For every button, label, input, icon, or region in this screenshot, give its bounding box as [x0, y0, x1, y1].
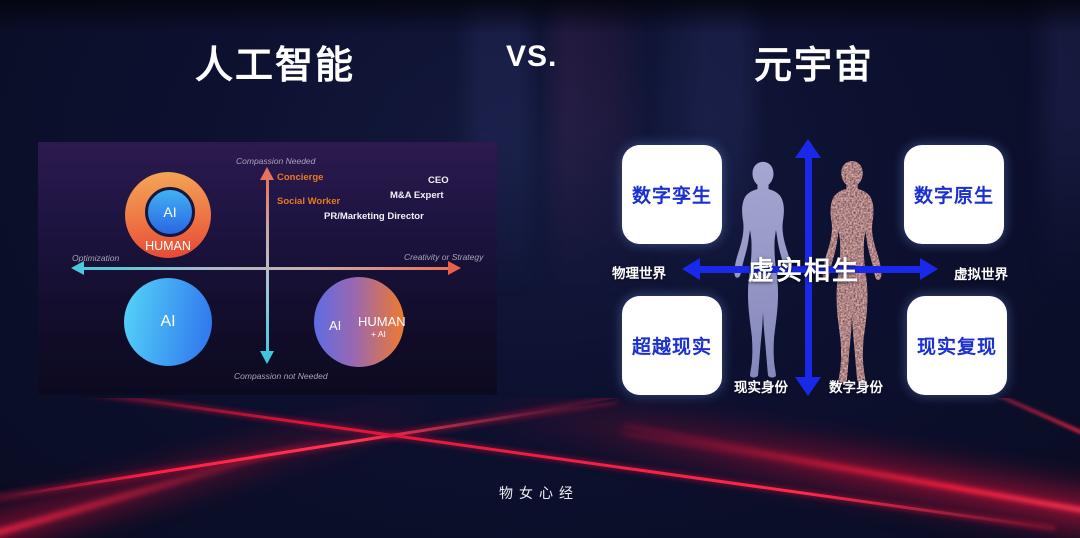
ai-quadrant-chart: Compassion Needed Compassion not Needed …: [38, 142, 497, 395]
blue-arrow-down-icon: [795, 377, 821, 396]
laser-line-cross-b: [44, 398, 1056, 530]
vertical-axis-line: [266, 178, 269, 352]
label-virtual-real-symbiosis: 虚实相生: [747, 255, 861, 286]
laser-glow-left: [0, 398, 444, 538]
card-digital-twin-label: 数字孪生: [631, 186, 712, 207]
background-top-strip: [0, 0, 1080, 34]
card-digital-native-label: 数字原生: [913, 186, 994, 207]
laser-line-right-edge: [910, 398, 1080, 464]
bubble-ai: AI: [124, 278, 212, 366]
axis-label-optimization: Optimization: [72, 253, 120, 263]
axis-label-creativity-or-strategy: Creativity or Strategy: [404, 252, 484, 262]
bubble-ai-inner: AI: [145, 187, 195, 237]
card-reality-reproduction: 现实复现: [907, 296, 1007, 395]
card-digital-native: 数字原生: [904, 145, 1004, 244]
bubble-ai-label: AI: [329, 318, 342, 333]
laser-core-right: [623, 427, 1080, 529]
laser-streaks-decor: [0, 398, 1080, 538]
card-digital-twin: 数字孪生: [622, 145, 722, 244]
arrow-up-icon: [260, 167, 274, 180]
bubble-human-plus-ai: AI HUMAN + AI: [314, 277, 406, 367]
title-metaverse: 元宇宙: [754, 45, 875, 87]
bubble-human-label: HUMAN: [358, 314, 406, 329]
role-ma-expert: M&A Expert: [390, 190, 444, 201]
laser-core-left: [0, 428, 353, 538]
arrow-right-icon: [448, 261, 461, 275]
horizontal-axis-line: [83, 267, 448, 270]
bubble-human-with-ai: AI HUMAN: [125, 172, 211, 258]
watermark: 物女心经: [499, 485, 579, 501]
laser-glow-right: [472, 398, 1080, 538]
title-vs: VS.: [506, 40, 558, 73]
horizontal-blue-axis: [700, 266, 921, 273]
axis-label-compassion-needed: Compassion Needed: [236, 156, 316, 166]
card-beyond-reality-label: 超越现实: [631, 337, 712, 358]
arrow-down-icon: [260, 351, 274, 364]
blue-arrow-right-icon: [920, 258, 938, 280]
title-ai: 人工智能: [195, 45, 356, 87]
label-physical-world: 物理世界: [612, 266, 666, 281]
bubble-plus-ai-label: + AI: [371, 329, 386, 339]
blue-arrow-up-icon: [795, 139, 821, 158]
role-ceo: CEO: [428, 175, 449, 186]
bubble-human-label: HUMAN: [145, 239, 191, 253]
label-digital-identity: 数字身份: [829, 380, 883, 395]
role-social-worker: Social Worker: [277, 196, 341, 207]
blue-arrow-left-icon: [682, 258, 700, 280]
card-reality-reproduction-label: 现实复现: [916, 337, 997, 358]
arrow-left-icon: [71, 261, 84, 275]
label-virtual-world: 虚拟世界: [954, 267, 1008, 282]
role-concierge: Concierge: [277, 172, 324, 183]
axis-label-compassion-not-needed: Compassion not Needed: [234, 371, 328, 381]
role-pr-marketing-director: PR/Marketing Director: [324, 211, 424, 222]
label-real-identity: 现实身份: [734, 380, 788, 395]
card-beyond-reality: 超越现实: [622, 296, 722, 395]
